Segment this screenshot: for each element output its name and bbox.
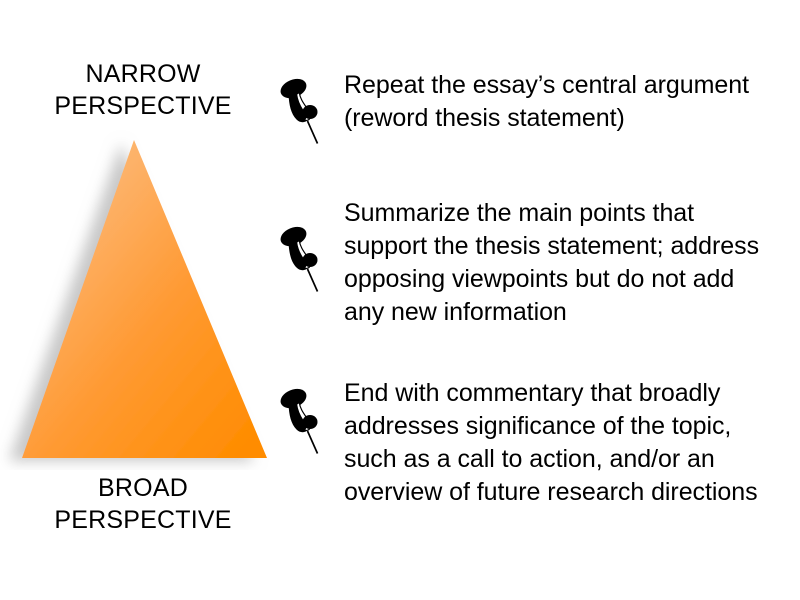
list-item: End with commentary that broadly address…	[276, 379, 800, 509]
triangle-svg	[22, 140, 267, 458]
push-pin-icon	[276, 74, 328, 146]
triangle-shape	[0, 125, 290, 470]
list-item: Repeat the essay’s central argument (rew…	[276, 71, 800, 146]
list-item-text: Repeat the essay’s central argument (rew…	[344, 71, 749, 132]
broad-perspective-label: BROAD PERSPECTIVE	[54, 474, 232, 534]
bullet-list: Repeat the essay’s central argument (rew…	[276, 0, 800, 600]
narrow-perspective-label: NARROW PERSPECTIVE	[54, 60, 232, 120]
list-item-text: End with commentary that broadly address…	[344, 379, 758, 506]
list-item-text: Summarize the main points that support t…	[344, 199, 760, 326]
list-item: Summarize the main points that support t…	[276, 199, 800, 329]
push-pin-icon	[276, 222, 328, 294]
triangle-polygon	[22, 140, 267, 458]
pyramid-diagram-panel: NARROW PERSPECTIVE BROAD PERSPECTIVE	[0, 0, 290, 600]
push-pin-icon	[276, 384, 328, 456]
